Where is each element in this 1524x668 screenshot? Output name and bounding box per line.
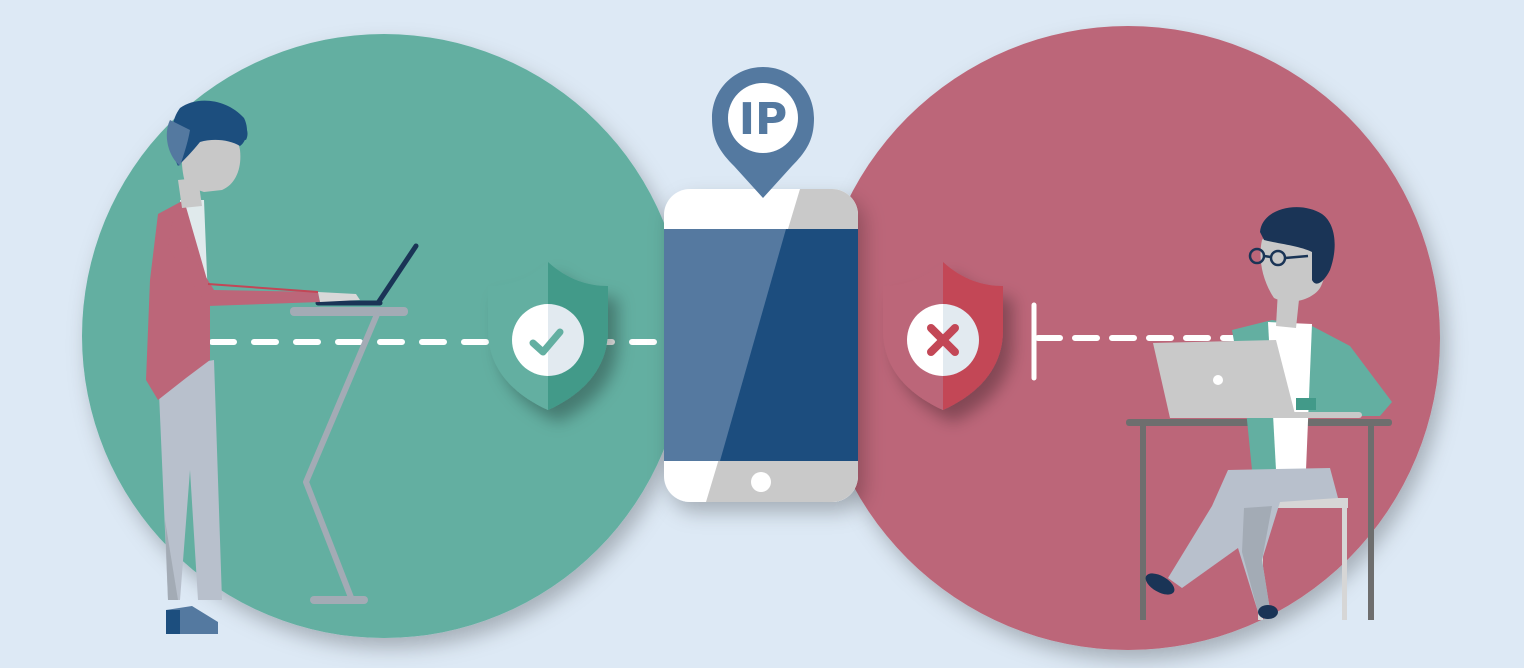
ip-location-pin-icon: IP	[712, 67, 814, 198]
x-icon	[927, 324, 959, 356]
seated-user-figure	[1126, 207, 1392, 620]
smartphone-device	[664, 189, 858, 502]
allowed-shield-icon	[488, 262, 608, 410]
ip-label: IP	[739, 94, 788, 145]
glasses-icon	[1248, 247, 1309, 267]
allowed-zone-circle	[82, 34, 686, 638]
check-icon	[529, 328, 564, 356]
home-button	[751, 472, 771, 492]
connection-line-right	[1031, 302, 1243, 381]
standing-user-figure	[146, 100, 419, 634]
